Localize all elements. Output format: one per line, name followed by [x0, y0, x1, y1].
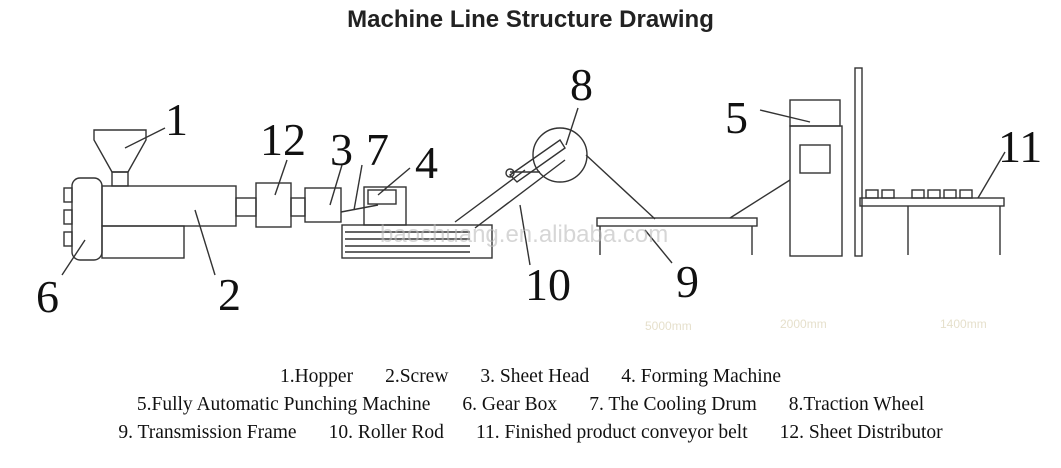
legend-row-1: 1.Hopper 2.Screw 3. Sheet Head 4. Forming M… — [0, 366, 1061, 388]
legend-item: 8.Traction Wheel — [788, 394, 925, 415]
callout-4: 4 — [415, 137, 438, 188]
conveyor-belt — [859, 189, 1005, 255]
callout-numbers: 1 2 3 4 5 6 7 8 9 10 11 12 baochuang.en.… — [36, 59, 1042, 333]
callout-3: 3 — [330, 124, 353, 175]
roller-rod-conveyor — [454, 139, 566, 229]
callout-10: 10 — [525, 259, 571, 310]
hopper — [93, 129, 147, 187]
callout-1: 1 — [165, 94, 188, 145]
punching-machine — [789, 67, 863, 257]
leader-lines — [61, 107, 1006, 276]
callout-8: 8 — [570, 59, 593, 110]
legend-item: 6. Gear Box — [462, 394, 558, 415]
legend-item: 2.Screw — [385, 366, 449, 387]
legend-item: 11. Finished product conveyor belt — [475, 422, 748, 443]
legend-row-2: 5.Fully Automatic Punching Machine 6. Gea… — [0, 394, 1061, 416]
legend-item: 9. Transmission Frame — [118, 422, 297, 443]
forming-machine — [341, 186, 493, 259]
sheet-distributor — [235, 182, 306, 228]
callout-11: 11 — [998, 121, 1042, 172]
legend-item: 4. Forming Machine — [621, 366, 782, 387]
callout-9: 9 — [676, 256, 699, 307]
legend-item: 10. Roller Rod — [328, 422, 444, 443]
legend-item: 5.Fully Automatic Punching Machine — [136, 394, 431, 415]
dimension-3: 1400mm — [940, 317, 987, 331]
legend-item: 3. Sheet Head — [480, 366, 590, 387]
callout-12: 12 — [260, 114, 306, 165]
callout-7: 7 — [366, 124, 389, 175]
callout-2: 2 — [218, 269, 241, 320]
legend-item: 12. Sheet Distributor — [779, 422, 943, 443]
screw-barrel — [101, 185, 237, 259]
transmission-frame — [596, 179, 791, 255]
gear-box — [63, 177, 103, 261]
watermark: baochuang.en.alibaba.com — [380, 221, 668, 248]
dimension-1: 5000mm — [645, 319, 692, 333]
callout-5: 5 — [725, 92, 748, 143]
dimension-2: 2000mm — [780, 317, 827, 331]
sheet-head — [304, 187, 379, 223]
machine-line-drawing: 1 2 3 4 5 6 7 8 9 10 11 12 baochuang.en.… — [36, 59, 1042, 333]
legend-row-3: 9. Transmission Frame 10. Roller Rod 11. F… — [0, 422, 1061, 444]
traction-wheel — [510, 127, 656, 220]
legend-item: 7. The Cooling Drum — [589, 394, 757, 415]
legend-item: 1.Hopper — [279, 366, 354, 387]
diagram-title: Machine Line Structure Drawing — [347, 6, 714, 33]
callout-6: 6 — [36, 271, 59, 322]
